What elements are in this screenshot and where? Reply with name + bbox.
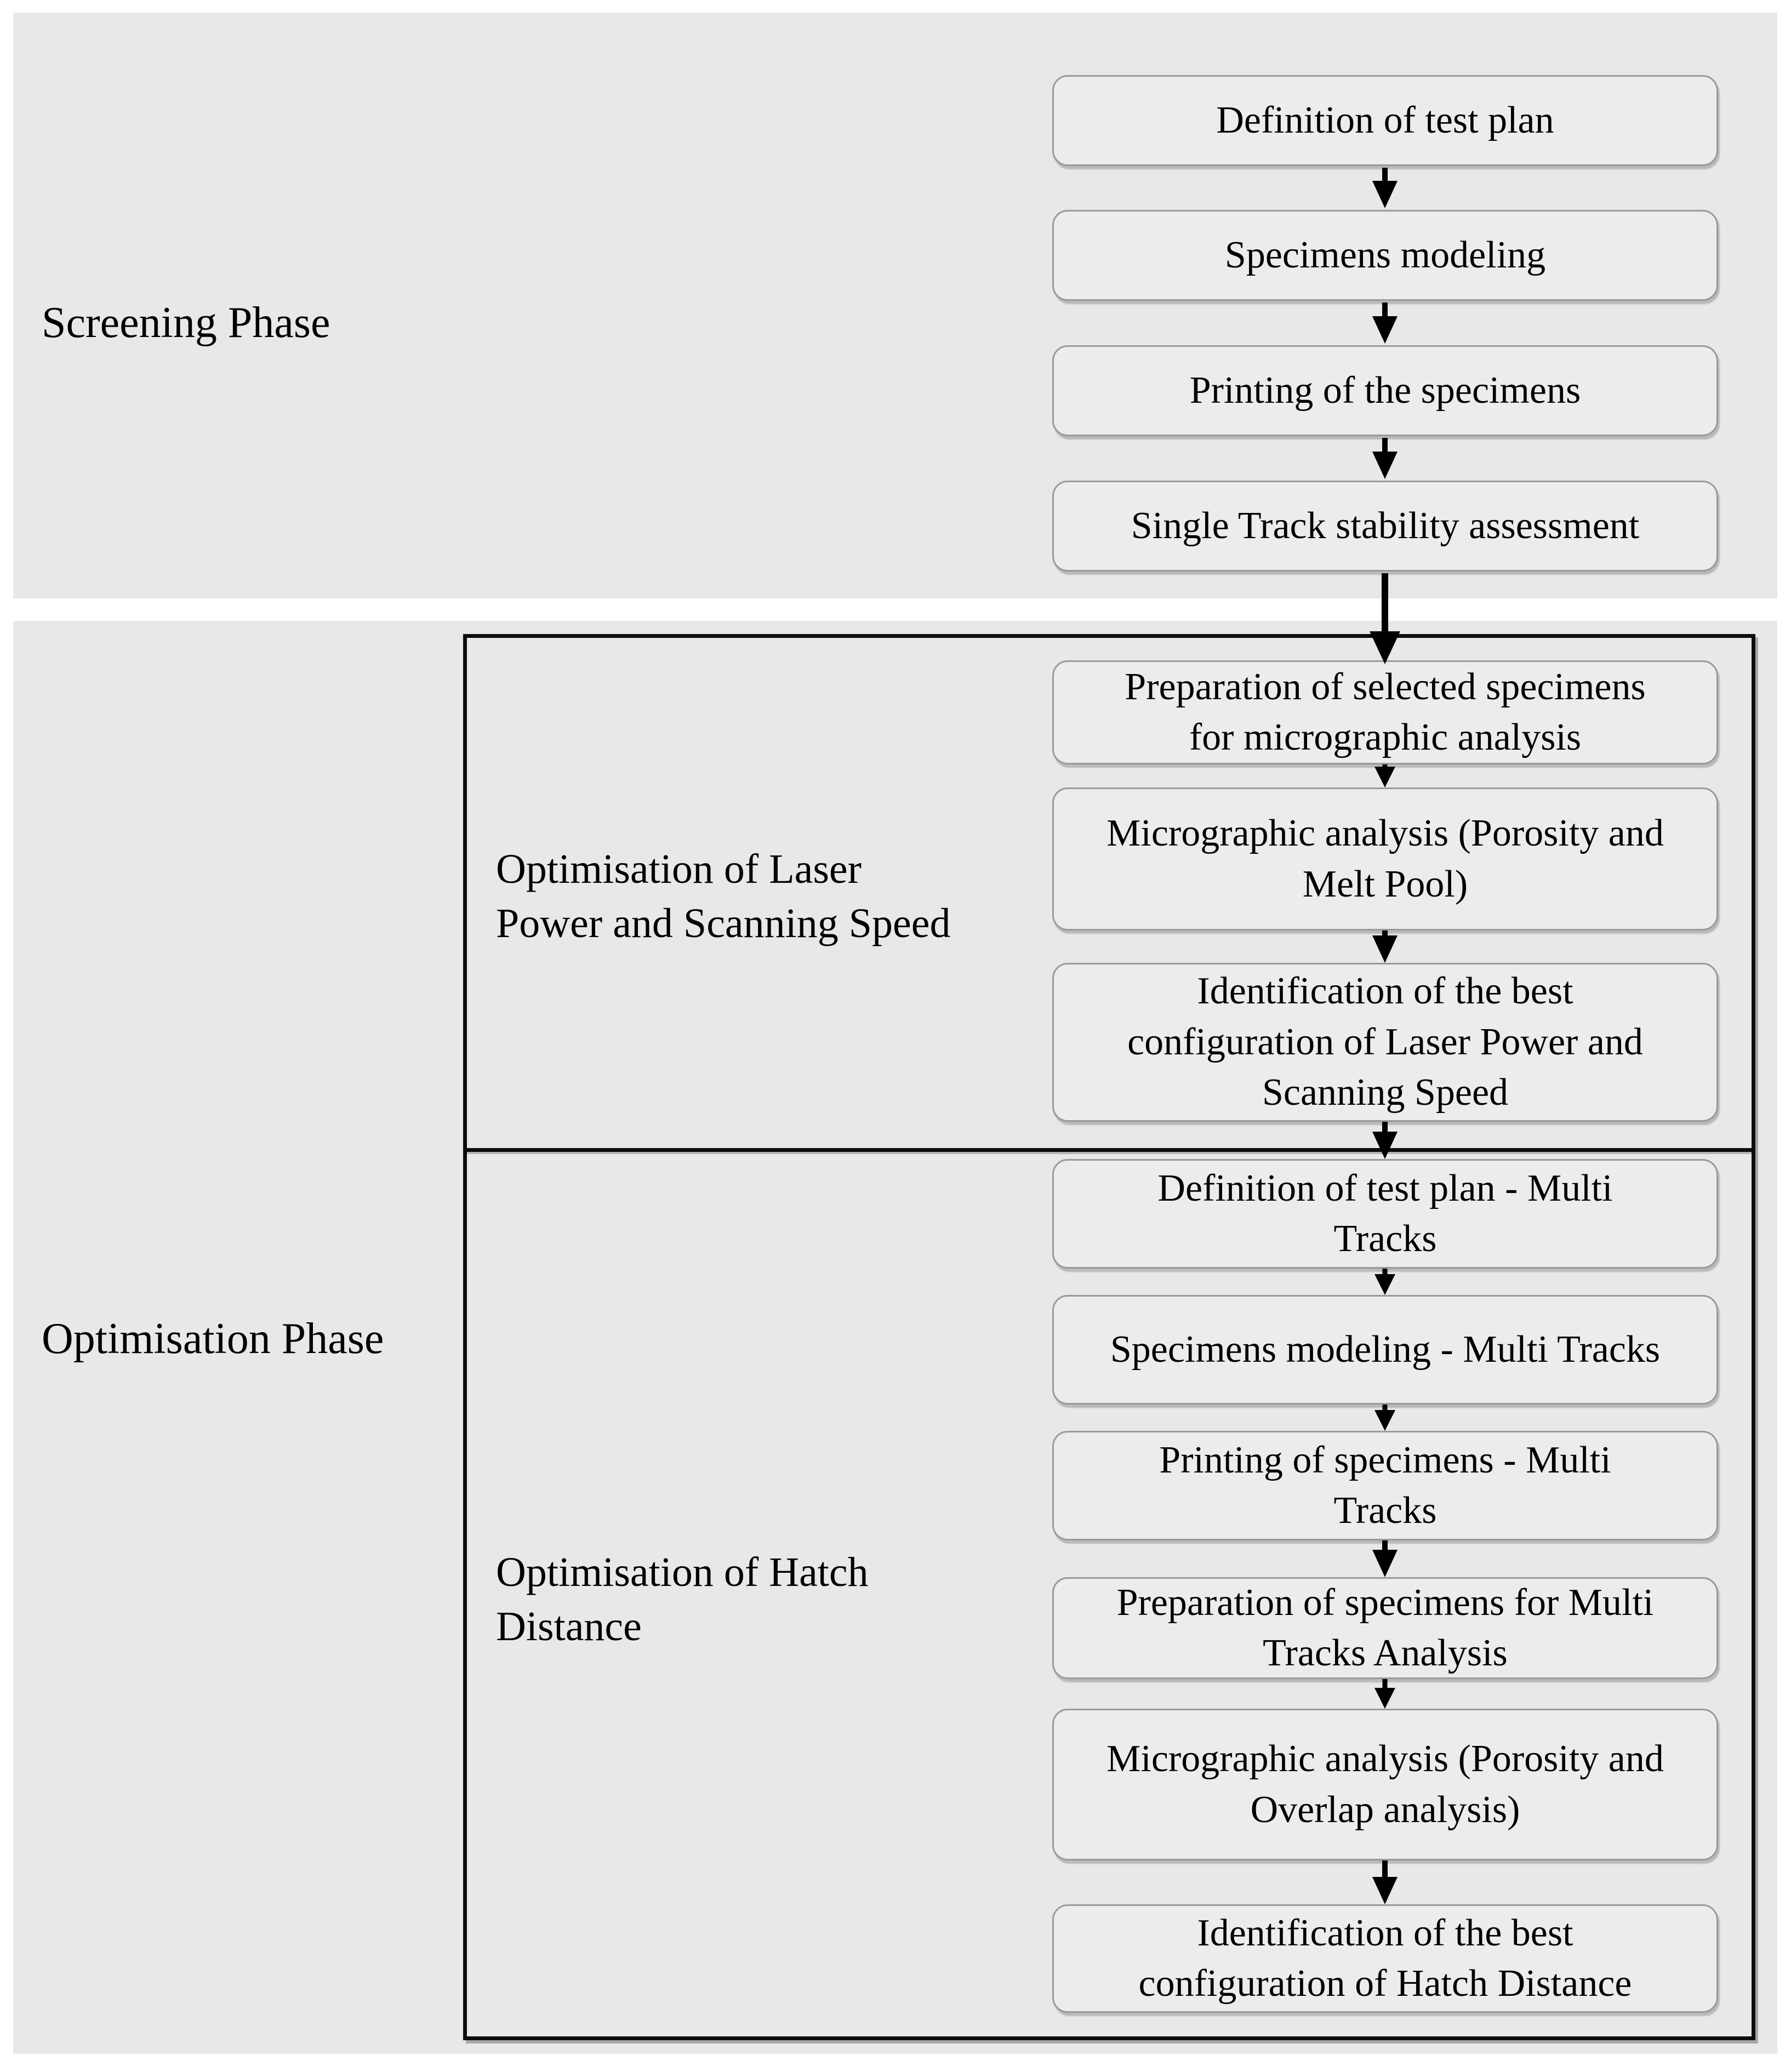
screening-phase-label: Screening Phase xyxy=(42,299,330,347)
flow-box-text: Specimens modeling xyxy=(1224,233,1546,276)
flow-box-specimens-modeling-multi-tracks: Specimens modeling - Multi Tracks xyxy=(1052,1295,1718,1405)
flow-arrow xyxy=(1372,302,1398,344)
flow-box-text: Printing of specimens - Multi Tracks xyxy=(1159,1439,1611,1532)
flow-box-identification-hatch-distance: Identification of the best configuration… xyxy=(1052,1904,1718,2013)
flow-box-text: Preparation of selected specimens for mi… xyxy=(1125,665,1646,758)
flow-arrow-section-transition xyxy=(1372,1122,1398,1159)
flow-arrow xyxy=(1372,1269,1398,1295)
optimisation-phase-label: Optimisation Phase xyxy=(42,1315,384,1363)
flow-box-text: Identification of the best configuration… xyxy=(1127,970,1643,1114)
section-divider-line xyxy=(463,1148,1755,1152)
flow-arrow xyxy=(1372,438,1398,479)
flow-arrow xyxy=(1372,764,1398,787)
flow-box-text: Preparation of specimens for Multi Track… xyxy=(1116,1581,1654,1674)
flow-box-text: Definition of test plan - Multi Tracks xyxy=(1157,1167,1613,1260)
flow-box-text: Printing of the specimens xyxy=(1189,369,1581,412)
flow-box-preparation-multi-tracks-analysis: Preparation of specimens for Multi Track… xyxy=(1052,1577,1718,1679)
flow-box-text: Single Track stability assessment xyxy=(1131,504,1640,547)
flow-box-preparation-selected-specimens: Preparation of selected specimens for mi… xyxy=(1052,660,1718,764)
flow-arrow xyxy=(1372,1405,1398,1431)
flow-arrow xyxy=(1372,1679,1398,1709)
laser-power-section-label: Optimisation of Laser Power and Scanning… xyxy=(496,846,951,946)
hatch-distance-section-label: Optimisation of Hatch Distance xyxy=(496,1549,869,1649)
flow-arrow-phase-transition xyxy=(1370,573,1400,664)
flow-box-identification-laser-power-speed: Identification of the best configuration… xyxy=(1052,963,1718,1122)
flow-box-text: Micrographic analysis (Porosity and Melt… xyxy=(1106,812,1664,905)
optimisation-sections-frame xyxy=(463,634,1755,2040)
flow-box-definition-of-test-plan: Definition of test plan xyxy=(1052,75,1718,166)
flow-box-definition-test-plan-multi-tracks: Definition of test plan - Multi Tracks xyxy=(1052,1159,1718,1269)
flow-box-single-track-stability: Single Track stability assessment xyxy=(1052,481,1718,572)
flow-arrow xyxy=(1372,931,1398,963)
flow-arrow xyxy=(1372,168,1398,208)
flow-box-text: Micrographic analysis (Porosity and Over… xyxy=(1106,1738,1664,1831)
flow-arrow xyxy=(1372,1540,1398,1577)
flow-box-micrographic-analysis-melt-pool: Micrographic analysis (Porosity and Melt… xyxy=(1052,787,1718,931)
flow-box-text: Identification of the best configuration… xyxy=(1138,1911,1632,2005)
flow-arrow xyxy=(1372,1860,1398,1904)
flow-box-printing-specimens-multi-tracks: Printing of specimens - Multi Tracks xyxy=(1052,1431,1718,1540)
flow-box-micrographic-analysis-overlap: Micrographic analysis (Porosity and Over… xyxy=(1052,1709,1718,1860)
flow-box-text: Definition of test plan xyxy=(1216,99,1554,141)
flow-box-printing-of-specimens: Printing of the specimens xyxy=(1052,345,1718,436)
flow-box-specimens-modeling: Specimens modeling xyxy=(1052,210,1718,301)
flow-box-text: Specimens modeling - Multi Tracks xyxy=(1110,1328,1661,1371)
